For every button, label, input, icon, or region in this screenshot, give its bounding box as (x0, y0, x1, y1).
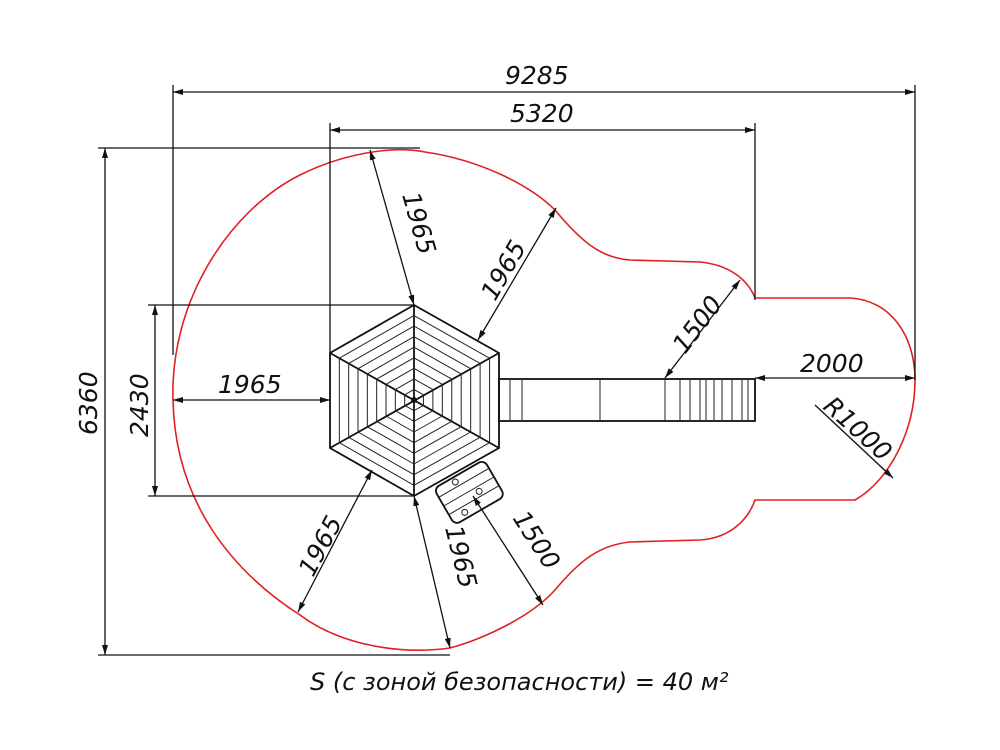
roof-plank-line (385, 367, 415, 385)
roof-plank-line (413, 436, 481, 476)
dim-slide-clearance: 2000 (800, 349, 864, 378)
roof-plank-line (413, 389, 424, 396)
dim-radius: R1000 (818, 391, 898, 467)
dimension-lines (102, 89, 915, 655)
dim-ladder-side: 1500 (507, 505, 566, 574)
roof-plank-line (376, 357, 415, 380)
roof-plank-line (413, 415, 443, 433)
roof-plank-line (339, 442, 415, 486)
roof-plank-line (404, 404, 415, 412)
slide (498, 378, 756, 422)
roof-plank-line (357, 431, 415, 465)
hexagonal-tower (329, 303, 500, 498)
dim-left-clearance: 1965 (218, 370, 282, 399)
roof-plank-line (413, 442, 490, 486)
roof-plank-line (339, 315, 415, 359)
dim-inner-width: 5320 (510, 99, 574, 128)
roof-plank-line (413, 378, 434, 390)
roof-plank-line (395, 410, 415, 422)
roof-plank-line (413, 346, 462, 375)
roof-plank-line (413, 431, 471, 465)
dim-radial-bottom: 1965 (439, 522, 483, 591)
roof-plank-line (404, 389, 415, 396)
dim-radial-top: 1965 (396, 189, 441, 258)
extension-lines (98, 85, 916, 656)
roof-plank-line (348, 436, 415, 476)
roof-plank-line (367, 346, 415, 375)
roof-plank-line (413, 404, 424, 412)
dim-radial-bottom-left: 1965 (293, 511, 348, 581)
roof-plank-line (348, 325, 415, 364)
dim-radial-top-right: 1965 (475, 235, 532, 305)
dim-total-height: 6360 (74, 371, 103, 435)
dim-total-width: 9285 (505, 61, 569, 90)
area-caption: S (с зоной безопасности) = 40 м² (310, 668, 729, 696)
roof-plank-line (413, 410, 434, 422)
dim-slide-side: 1500 (667, 290, 728, 358)
roof-plank-line (413, 426, 462, 454)
roof-plank-line (385, 415, 415, 433)
roof-plank-line (413, 325, 481, 364)
roof-plank-line (367, 426, 415, 454)
roof-plank-line (357, 336, 415, 370)
roof-plank-line (413, 357, 453, 380)
roof-plank-line (376, 420, 415, 444)
roof-plank-line (413, 336, 471, 370)
dim-hex-height: 2430 (125, 373, 154, 437)
roof-plank-line (395, 378, 415, 390)
roof-plank-line (413, 367, 443, 385)
ladder (435, 460, 504, 524)
roof-plank-line (413, 420, 453, 444)
roof-plank-line (413, 315, 490, 359)
